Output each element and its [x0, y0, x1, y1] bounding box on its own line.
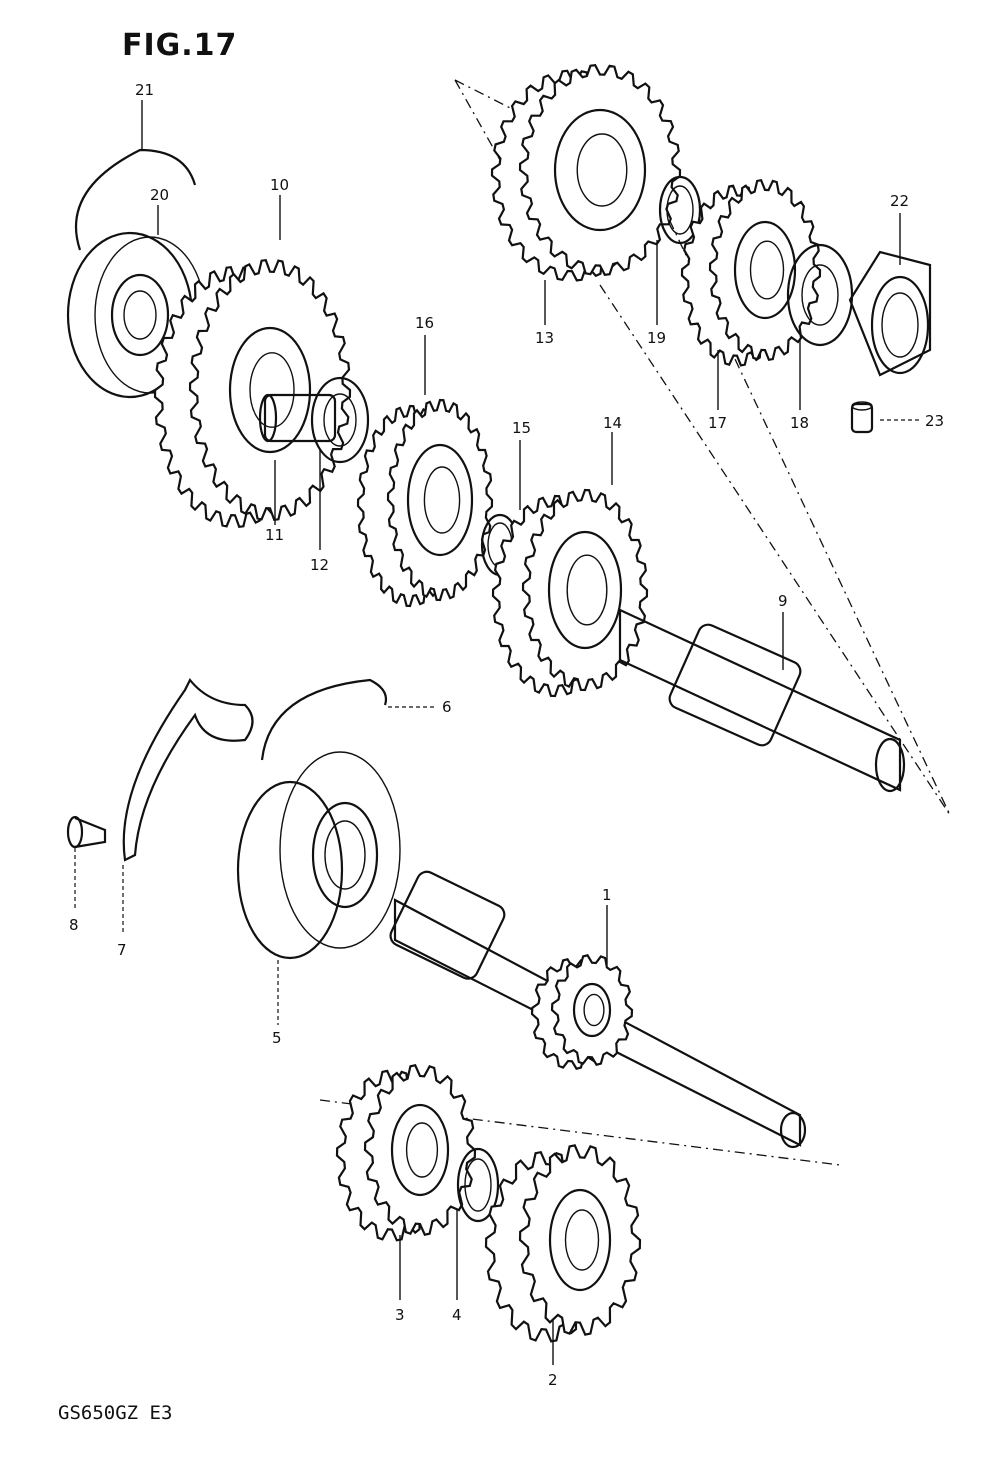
- gear-hub: [548, 1188, 612, 1292]
- figure-title: FIG.17: [122, 28, 238, 63]
- gear-hub: [553, 108, 647, 232]
- gear-part-3: [335, 1064, 477, 1242]
- callout-5: 5: [272, 1029, 282, 1047]
- bearing-part-5: [236, 751, 401, 960]
- gear-hub: [572, 982, 612, 1038]
- callout-13: 13: [535, 329, 554, 347]
- circlip-part-21: [75, 148, 197, 251]
- gear-bore: [564, 1209, 600, 1271]
- gear-part-14: [491, 488, 649, 698]
- washer-part-12: [310, 376, 370, 464]
- gear-bore: [249, 352, 295, 428]
- callout-9: 9: [778, 592, 788, 610]
- gear-bore: [583, 993, 605, 1027]
- gear-bore: [749, 240, 785, 300]
- gear-teeth: [518, 1144, 642, 1336]
- gear-bore: [423, 466, 461, 534]
- callout-18: 18: [790, 414, 809, 432]
- pin-part-23: [850, 401, 874, 434]
- countershaft-part-9: [618, 608, 906, 793]
- callout-19: 19: [647, 329, 666, 347]
- gear-part-2: [484, 1144, 642, 1343]
- callout-23: 23: [925, 412, 944, 430]
- gear-teeth: [518, 64, 682, 276]
- callout-11: 11: [265, 526, 284, 544]
- gear-teeth: [188, 259, 352, 521]
- gear-teeth: [708, 178, 822, 362]
- leader-lines: [74, 100, 920, 1365]
- callout-2: 2: [548, 1371, 558, 1389]
- callout-16: 16: [415, 314, 434, 332]
- gear-hub: [547, 530, 623, 650]
- axis-line: [454, 79, 501, 161]
- model-code: GS650GZ E3: [58, 1402, 173, 1424]
- callout-7: 7: [117, 941, 127, 959]
- circlip-part-6: [260, 678, 388, 761]
- circlip-part-4: [456, 1147, 500, 1223]
- callout-20: 20: [150, 186, 169, 204]
- gear-teeth: [521, 488, 649, 692]
- gear-hub: [228, 326, 312, 454]
- gear-part-10: [153, 259, 352, 528]
- callout-12: 12: [310, 556, 329, 574]
- circlip-part-19: [658, 175, 702, 245]
- gear-hub: [406, 443, 474, 557]
- gear-bore: [576, 133, 628, 207]
- gear-part-16: [356, 398, 494, 608]
- gear-part-1: [530, 954, 634, 1070]
- gear-part-17: [680, 178, 822, 367]
- callout-21: 21: [135, 81, 154, 99]
- gear-hub: [390, 1103, 450, 1197]
- callout-4: 4: [452, 1306, 462, 1324]
- driveshaft-part-1: [389, 870, 807, 1149]
- callout-10: 10: [270, 176, 289, 194]
- gear-teeth: [386, 398, 494, 602]
- callout-14: 14: [603, 414, 622, 432]
- callout-numbers: 21 20 10 16 15 14 11 12 9 6 7 8 5 1 3 4 …: [69, 81, 944, 1389]
- callout-8: 8: [69, 916, 79, 934]
- gear-part-13: [490, 64, 682, 282]
- gear-bore: [566, 554, 608, 626]
- gear-hub: [733, 220, 797, 320]
- spacer-part-11: [258, 393, 337, 443]
- screw-part-8: [66, 815, 107, 849]
- axis-line: [599, 284, 951, 816]
- gear-teeth: [363, 1064, 477, 1236]
- callout-1: 1: [602, 886, 612, 904]
- callout-3: 3: [395, 1306, 405, 1324]
- callout-6: 6: [442, 698, 452, 716]
- bearing-retainer-plate-part-7: [122, 677, 254, 862]
- callout-17: 17: [708, 414, 727, 432]
- gear-teeth: [550, 954, 634, 1066]
- gear-bore: [405, 1122, 439, 1178]
- callout-22: 22: [890, 192, 909, 210]
- callout-15: 15: [512, 419, 531, 437]
- needle-bearing-part-22: [848, 250, 932, 377]
